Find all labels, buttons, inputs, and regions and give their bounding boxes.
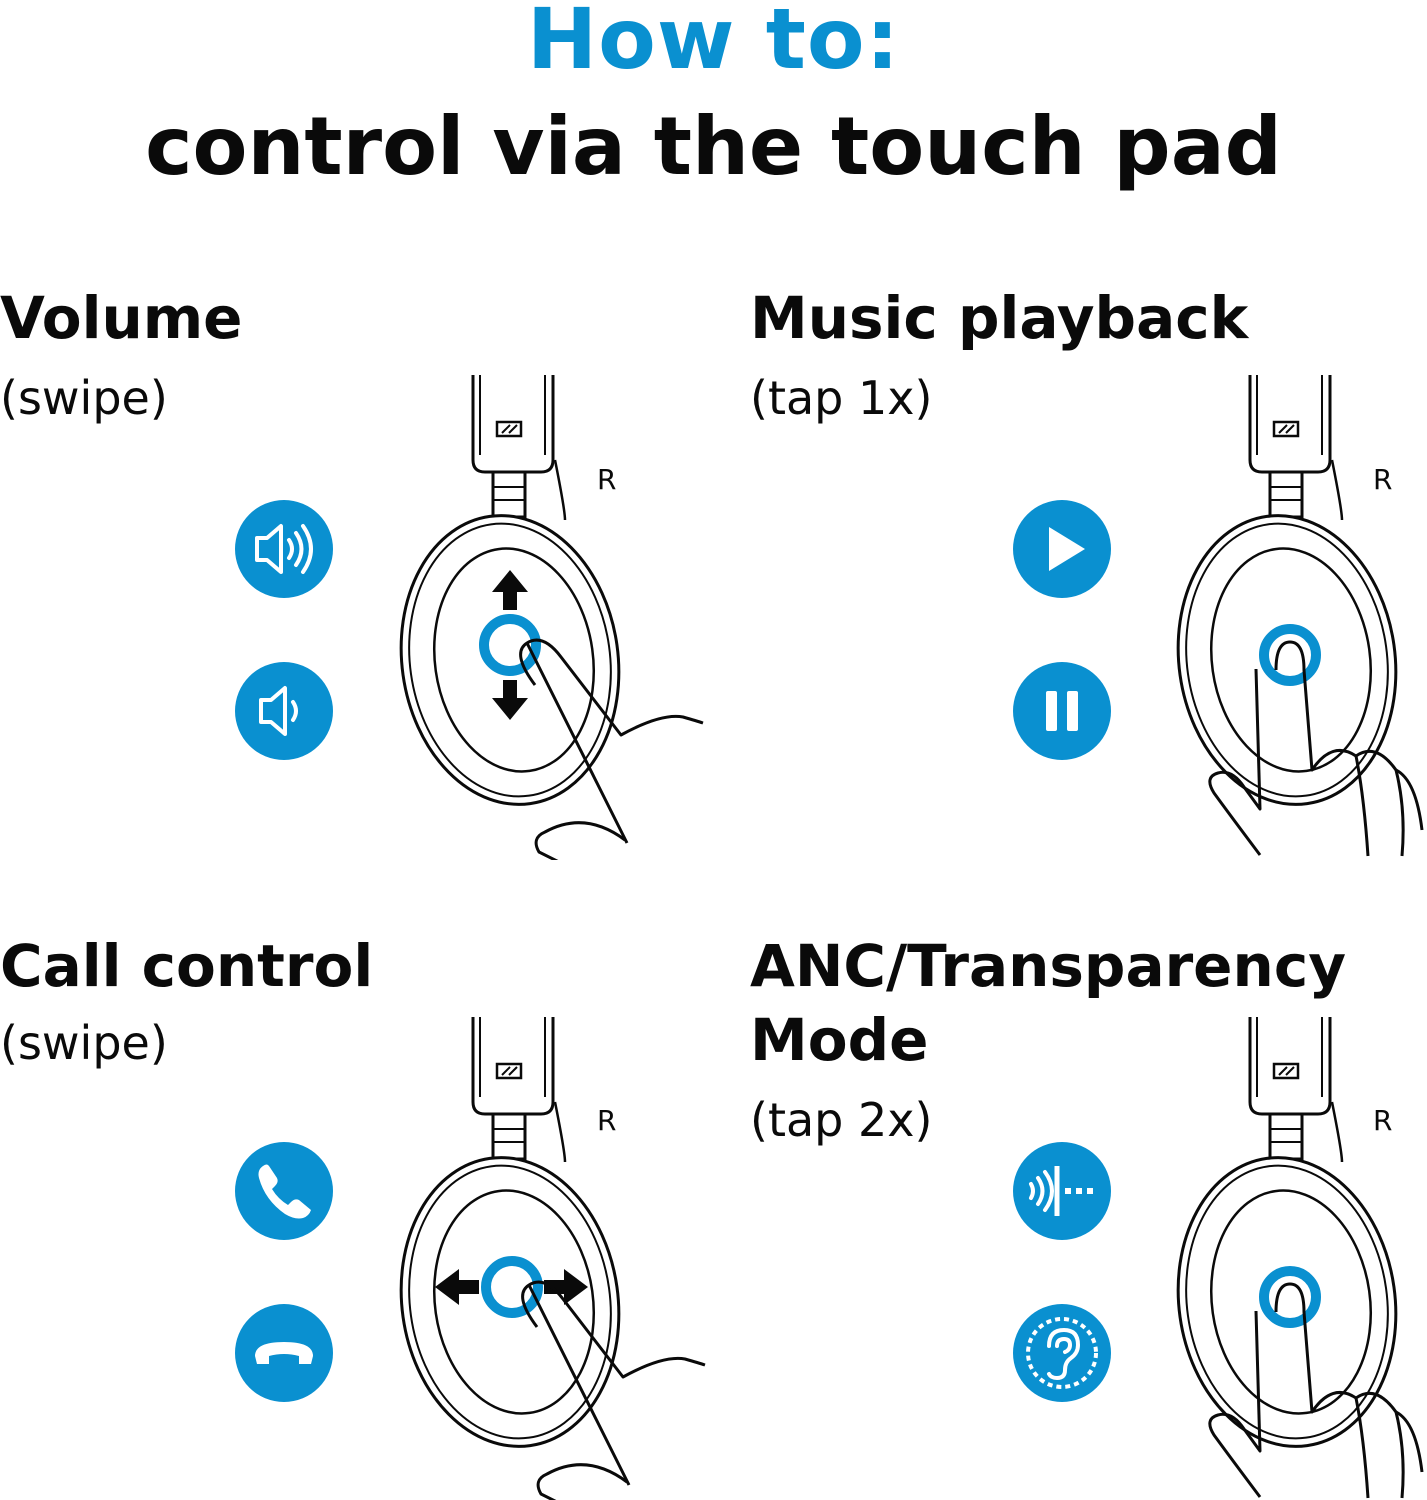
anc-title-line1: ANC/Transparency — [750, 932, 1347, 1000]
anc-headphone-figure — [1176, 1017, 1424, 1499]
anc-icon — [1013, 1142, 1111, 1240]
headline-subtitle: control via the touch pad — [145, 100, 1282, 193]
anc-subtitle: (tap 2x) — [750, 1093, 933, 1147]
call-headphone-figure — [399, 1017, 706, 1500]
call-title: Call control — [0, 932, 374, 1000]
music-subtitle: (tap 1x) — [750, 371, 933, 425]
volume-headphone-figure — [399, 375, 704, 860]
call-side-label: R — [597, 1104, 617, 1137]
call-subtitle: (swipe) — [0, 1016, 168, 1070]
transparency-ear-icon — [1013, 1304, 1111, 1402]
volume-down-icon — [235, 662, 333, 760]
music-headphone-figure — [1176, 375, 1424, 857]
phone-accept-icon — [235, 1142, 333, 1240]
play-icon — [1013, 500, 1111, 598]
anc-title-line2: Mode — [750, 1006, 929, 1074]
anc-side-label: R — [1373, 1104, 1393, 1137]
music-side-label: R — [1373, 463, 1393, 496]
volume-up-icon — [235, 500, 333, 598]
volume-title: Volume — [0, 284, 243, 352]
pause-icon — [1013, 662, 1111, 760]
phone-hangup-icon — [235, 1304, 333, 1402]
headline-how-to: How to: — [526, 0, 901, 88]
volume-subtitle: (swipe) — [0, 371, 168, 425]
music-title: Music playback — [750, 284, 1249, 352]
volume-side-label: R — [597, 463, 617, 496]
